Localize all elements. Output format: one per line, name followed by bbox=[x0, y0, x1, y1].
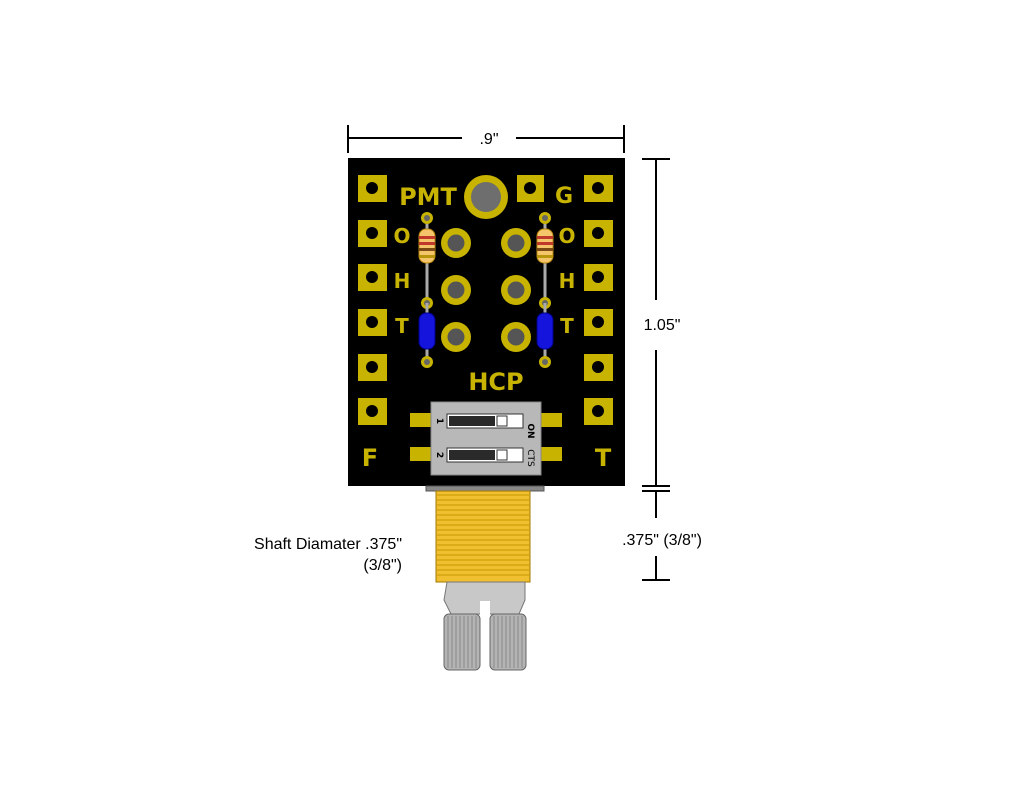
square-pad-top-center-right bbox=[517, 175, 544, 202]
label-right-t: T bbox=[560, 314, 574, 338]
right-pad-column bbox=[584, 175, 613, 425]
label-hcp: HCP bbox=[468, 368, 523, 396]
square-pad bbox=[584, 220, 613, 247]
round-pad bbox=[441, 275, 471, 305]
width-label: .9" bbox=[479, 131, 498, 148]
shaft-length-label: .375" (3/8") bbox=[622, 532, 702, 549]
round-pad bbox=[501, 322, 531, 352]
dip-solder-pads bbox=[410, 413, 562, 461]
label-pmt: PMT bbox=[399, 183, 457, 211]
resistor-right bbox=[536, 212, 554, 309]
square-pad bbox=[358, 354, 387, 381]
square-pad bbox=[358, 264, 387, 291]
capacitor-left bbox=[418, 303, 436, 368]
width-dimension: .9" bbox=[347, 125, 625, 153]
height-label: 1.05" bbox=[644, 317, 681, 334]
shaft-length-dimension: .375" (3/8") bbox=[622, 490, 702, 581]
square-pad bbox=[358, 309, 387, 336]
pot-shaft bbox=[425, 485, 545, 583]
left-pad-column bbox=[358, 175, 387, 425]
square-pad bbox=[584, 175, 613, 202]
shaft-diameter-label-2: (3/8") bbox=[363, 557, 402, 574]
dip-switch: 1 2 ON CTS bbox=[430, 401, 542, 476]
pcb-board: PMT HCP O H T G O H T F T 1 2 ON bbox=[348, 158, 625, 486]
pot-pads bbox=[441, 228, 531, 352]
dip-number-1: 1 bbox=[434, 418, 444, 424]
dip-brand-label: CTS bbox=[525, 449, 535, 467]
round-pad bbox=[501, 228, 531, 258]
square-pad bbox=[584, 398, 613, 425]
label-right-h: H bbox=[559, 269, 576, 293]
dip-on-label: ON bbox=[525, 423, 535, 438]
round-pad bbox=[441, 228, 471, 258]
label-corner-t: T bbox=[595, 444, 612, 472]
square-pad bbox=[584, 264, 613, 291]
square-pad bbox=[584, 309, 613, 336]
mounting-hole bbox=[464, 175, 508, 219]
label-left-h: H bbox=[394, 269, 411, 293]
shaft-diameter-label: Shaft Diamater .375" bbox=[254, 536, 402, 553]
square-pad bbox=[584, 354, 613, 381]
dip-number-2: 2 bbox=[434, 452, 444, 458]
square-pad bbox=[358, 220, 387, 247]
label-right-o: O bbox=[558, 224, 575, 248]
round-pad bbox=[441, 322, 471, 352]
label-right-g: G bbox=[555, 184, 573, 209]
label-left-o: O bbox=[393, 224, 410, 248]
label-left-t: T bbox=[395, 314, 409, 338]
pot-knob bbox=[443, 581, 527, 671]
round-pad bbox=[501, 275, 531, 305]
height-dimension: 1.05" bbox=[642, 158, 681, 487]
label-corner-f: F bbox=[362, 444, 378, 472]
square-pad bbox=[358, 398, 387, 425]
capacitor-right bbox=[536, 303, 554, 368]
square-pad bbox=[358, 175, 387, 202]
